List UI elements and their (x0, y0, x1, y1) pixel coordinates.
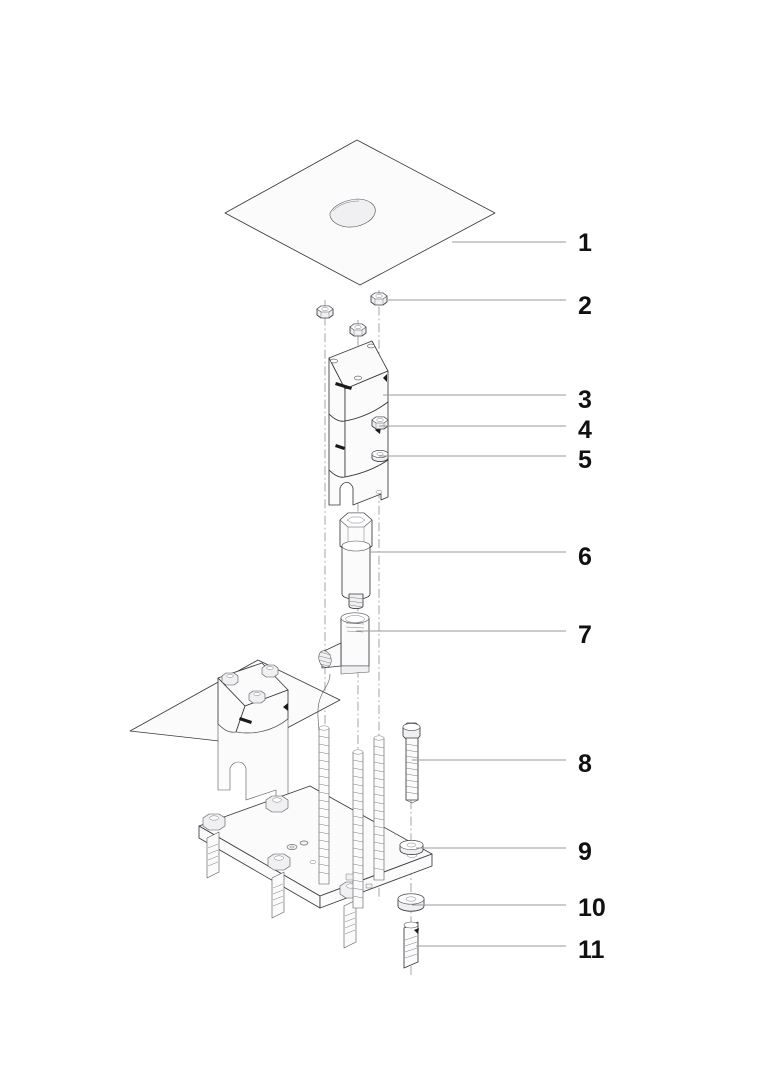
bolt-thread (405, 743, 419, 795)
housing-skirt-boss (375, 490, 383, 494)
part-4-hex-nut-mid[interactable] (371, 416, 389, 430)
cartridge-hex-socket (346, 516, 366, 524)
mounting-nut-left (221, 672, 239, 686)
part-6-valve-cartridge[interactable] (339, 512, 373, 610)
callout-number-2[interactable]: 2 (578, 292, 592, 320)
callout-number-5[interactable]: 5 (578, 446, 592, 474)
mounting-nut-front (248, 690, 266, 704)
housing-arrow-mark-right (383, 374, 387, 382)
housing-boss-top (367, 343, 375, 349)
housing-boss-left (330, 358, 338, 364)
mounting-plate-assembly[interactable] (129, 659, 341, 801)
anchor-sleeve-mouth (403, 921, 419, 929)
bolt-tip (405, 799, 419, 804)
elbow-socket-thread (345, 622, 365, 633)
callout-number-7[interactable]: 7 (578, 621, 592, 649)
elbow-vertical-body (340, 617, 370, 667)
callout-number-11[interactable]: 11 (578, 936, 605, 964)
cartridge-barrel-top (341, 540, 371, 552)
callout-number-8[interactable]: 8 (578, 750, 592, 778)
lower-housing-arrow-mark-right (283, 703, 288, 711)
part-3-upper-housing[interactable] (328, 340, 389, 506)
housing-arrow-mark-left (335, 382, 352, 390)
cover-plate-cutout-highlight (332, 200, 360, 212)
threaded-rod-right (373, 735, 385, 881)
housing-skirt (328, 459, 389, 506)
callout-number-4[interactable]: 4 (578, 416, 592, 444)
cover-plate-triangular-cutout (329, 198, 376, 228)
part-2-hex-nuts-upper[interactable] (316, 292, 388, 337)
anchor-sleeve-barb (404, 935, 418, 959)
rod-clip-a (345, 873, 354, 881)
housing-to-rod-link (317, 673, 331, 731)
callout-number-3[interactable]: 3 (578, 386, 592, 414)
part-11-expansion-anchor[interactable] (403, 921, 419, 969)
elbow-outlet-face (318, 650, 332, 668)
hex-nut-b (316, 305, 334, 319)
callout-number-1[interactable]: 1 (578, 229, 592, 257)
anchor-barb-tooth (414, 928, 419, 934)
part-7-elbow-fitting[interactable] (317, 612, 370, 675)
base-plate-assembly[interactable] (198, 673, 433, 949)
callout-number-10[interactable]: 10 (578, 894, 606, 922)
rod-clip-b (365, 883, 373, 889)
elbow-outlet-thread (318, 651, 332, 667)
base-plate-hole-c (309, 860, 317, 864)
callout-numbers-group: 1 2 345 6 7 8 9 10 11 (578, 229, 606, 964)
part-10-flat-washer-lower[interactable] (397, 893, 425, 912)
housing-arrow-mark-lower (335, 444, 345, 450)
part-1-cover-plate[interactable] (224, 139, 496, 286)
base-bolt-anchor-left (202, 813, 226, 879)
callout-number-9[interactable]: 9 (578, 838, 592, 866)
anchor-sleeve-body (403, 921, 419, 969)
base-bolt-anchor-mid (265, 795, 289, 813)
hex-nut-a (370, 292, 388, 306)
leader-lines-group (356, 241, 566, 947)
lower-housing-arrow-mark (239, 717, 252, 724)
threaded-rod-left (318, 725, 330, 885)
hex-nut-c (349, 323, 367, 337)
lower-housing-skirt (217, 718, 289, 801)
elbow-socket-bore (345, 615, 365, 623)
bolt-head-top (402, 723, 421, 731)
part-9-flat-washer-upper[interactable] (399, 840, 424, 855)
elbow-bottom-lip (340, 665, 370, 675)
base-bolt-anchor-front (267, 853, 291, 919)
cartridge-barrel (341, 545, 371, 600)
part-8-hex-head-bolt[interactable] (402, 722, 421, 804)
mounting-nut-right (261, 664, 279, 678)
callout-number-6[interactable]: 6 (578, 543, 592, 571)
housing-boss-front (354, 375, 362, 381)
threaded-rod-mid (352, 749, 364, 909)
base-plate-small-hardware (286, 840, 309, 850)
